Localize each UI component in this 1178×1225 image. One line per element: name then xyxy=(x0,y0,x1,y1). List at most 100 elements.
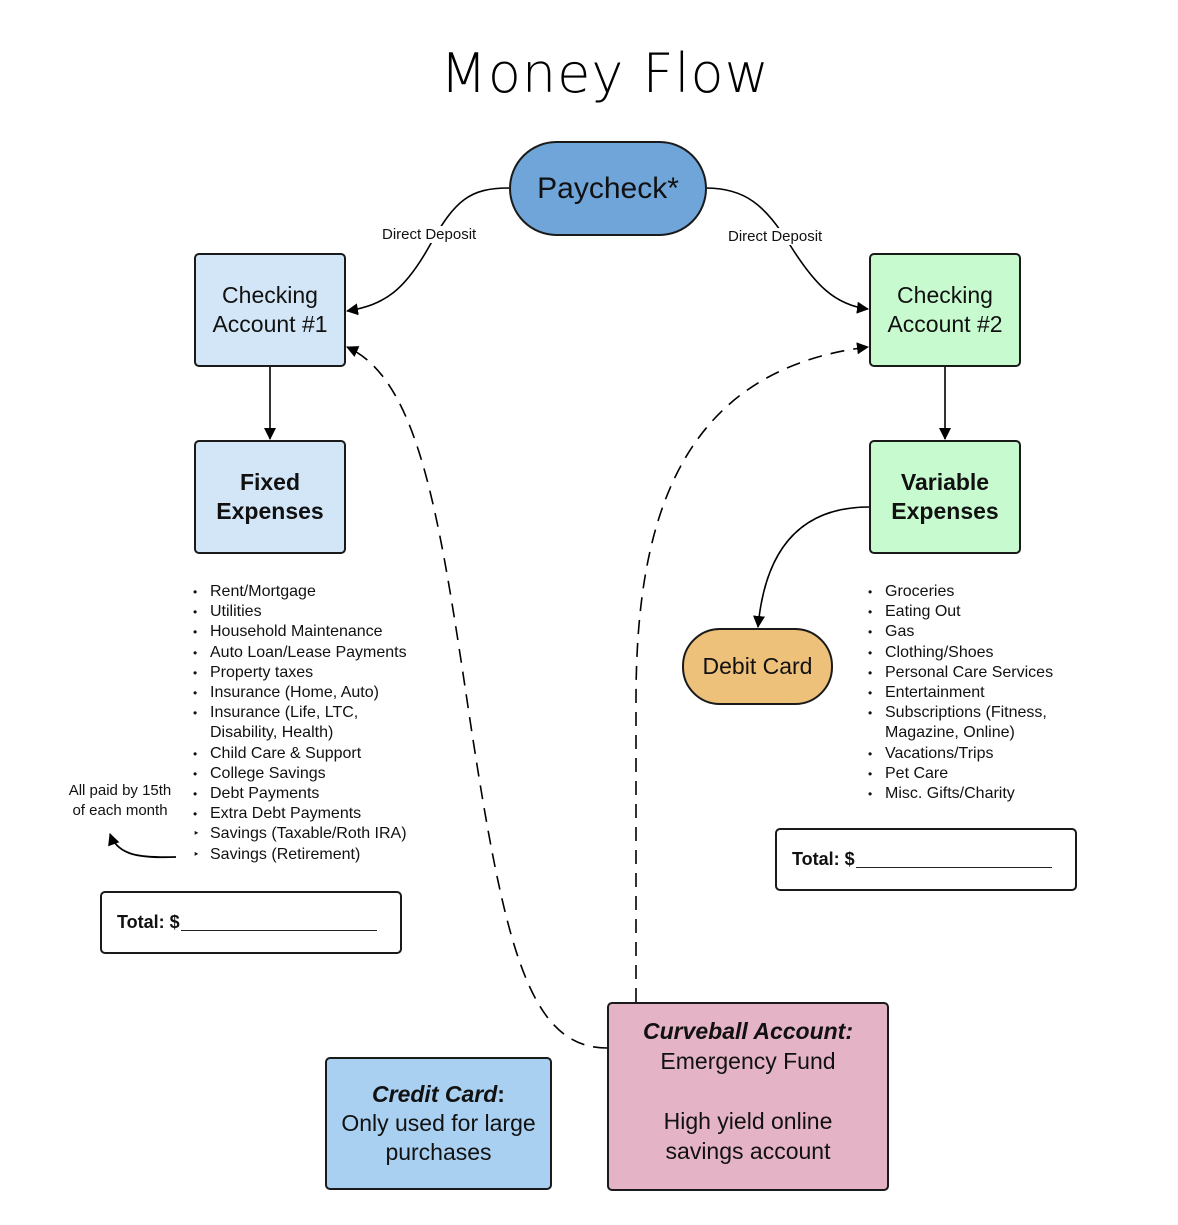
fixed-total-blank[interactable] xyxy=(180,914,377,931)
curveball-line2: High yield online xyxy=(663,1108,833,1134)
bullet-icon: • xyxy=(868,625,873,640)
bullet-icon: • xyxy=(868,585,873,599)
bullet-icon: • xyxy=(868,746,873,761)
list-item: •Gas xyxy=(868,622,1053,642)
list-item-text: Savings (Taxable/Roth IRA) xyxy=(210,825,407,843)
list-item: • Vacations/Trips xyxy=(868,744,1053,764)
checking-account-1-node[interactable]: Checking Account #1 xyxy=(194,253,346,367)
list-item-text: Disability, Health) xyxy=(210,724,334,742)
bullet-icon: • xyxy=(193,585,198,599)
edge-variable-to-debit xyxy=(753,506,870,628)
list-item: • Rent/Mortgage xyxy=(193,582,407,602)
list-item: ‣ Savings (Retirement) xyxy=(193,845,407,865)
list-item-text: Eating Out xyxy=(885,603,961,621)
list-item-text: Household Maintenance xyxy=(210,623,383,641)
list-item-text: Savings (Retirement) xyxy=(210,845,361,863)
checking-account-1-line2: Account #1 xyxy=(212,311,328,337)
bullet-icon: • xyxy=(868,787,873,802)
list-item-text: Entertainment xyxy=(885,684,985,702)
bullet-icon: • xyxy=(193,766,198,781)
list-item: • Groceries xyxy=(868,582,1053,602)
bullet-icon: • xyxy=(868,605,873,620)
fixed-expenses-line2: Expenses xyxy=(216,498,324,524)
list-item-text: Magazine, Online) xyxy=(885,724,1015,742)
bullet-icon: • xyxy=(868,706,873,721)
fixed-total-label: Total: $ xyxy=(117,912,180,932)
list-item-text: Personal Care Services xyxy=(885,663,1054,681)
list-item: • Insurance (Home, Auto) xyxy=(193,683,407,703)
list-item: • College Savings xyxy=(193,764,407,784)
variable-expenses-list: •Groceries•Eating Out•Gas•Clothing/Shoes… xyxy=(868,582,1053,804)
fixed-expenses-line1: Fixed xyxy=(239,469,301,496)
list-item-text: Insurance (Life, LTC, xyxy=(210,704,359,722)
triangle-bullet-icon: ‣ xyxy=(193,848,200,861)
bullet-icon: • xyxy=(868,686,873,701)
bullet-icon: • xyxy=(193,605,198,620)
bullet-icon: • xyxy=(193,625,198,640)
credit-card-line2: purchases xyxy=(385,1139,492,1165)
list-item-text: Vacations/Trips xyxy=(885,744,994,762)
list-item-text: Rent/Mortgage xyxy=(210,583,316,600)
list-item-text: Property taxes xyxy=(210,663,314,681)
variable-total-label: Total: $ xyxy=(792,849,855,869)
bullet-icon: • xyxy=(193,645,198,660)
list-item: • Household Maintenance xyxy=(193,622,407,642)
list-item: • Property taxes xyxy=(193,663,407,683)
edge-paycheck-to-checking1 xyxy=(346,187,510,316)
list-item-text: Groceries xyxy=(885,583,955,600)
list-item-text: Insurance (Home, Auto) xyxy=(210,684,379,702)
debit-card-node[interactable]: Debit Card xyxy=(682,628,833,705)
list-item: •Extra Debt Payments xyxy=(193,804,407,824)
credit-card-title: Credit Card xyxy=(372,1081,498,1107)
variable-total-box[interactable]: Total: $ xyxy=(775,828,1077,891)
edge-curveball-to-checking2 xyxy=(635,342,869,1002)
debit-card-label: Debit Card xyxy=(702,653,813,680)
note-line1: All paid by 15th xyxy=(68,782,172,799)
list-item: • Insurance (Life, LTC, xyxy=(193,703,407,723)
list-item-text: Clothing/Shoes xyxy=(885,643,994,661)
credit-card-title-row: Credit Card: xyxy=(372,1080,505,1109)
list-item-text: Auto Loan/Lease Payments xyxy=(210,643,407,661)
variable-expenses-line1: Variable xyxy=(900,469,990,496)
list-item: •Subscriptions (Fitness, xyxy=(868,703,1053,723)
edge-note-arrow xyxy=(108,833,177,859)
variable-expenses-node[interactable]: Variable Expenses xyxy=(869,440,1021,554)
page-title: Money Flow xyxy=(440,42,770,105)
bullet-icon: • xyxy=(193,807,198,822)
bullet-icon: • xyxy=(193,746,198,761)
credit-card-title-suffix: : xyxy=(497,1081,505,1107)
paycheck-node[interactable]: Paycheck* xyxy=(509,141,707,236)
bullet-icon: • xyxy=(193,706,198,721)
list-item: •Pet Care xyxy=(868,764,1053,784)
edge-paycheck-to-checking2 xyxy=(705,187,869,314)
fixed-expenses-list: • Rent/Mortgage • Utilities • Household Maint… xyxy=(193,582,407,865)
variable-expenses-line2: Expenses xyxy=(891,498,999,524)
edge-curveball-to-checking1 xyxy=(346,346,608,1049)
bullet-icon: • xyxy=(193,665,198,680)
fixed-expenses-node[interactable]: Fixed Expenses xyxy=(194,440,346,554)
checking-account-2-node[interactable]: Checking Account #2 xyxy=(869,253,1021,367)
bullet-icon: • xyxy=(193,787,198,802)
list-item: • Utilities xyxy=(193,602,407,622)
list-item: Disability, Health) xyxy=(193,723,407,743)
paycheck-label: Paycheck* xyxy=(537,171,679,205)
list-item-text: Misc. Gifts/Charity xyxy=(885,785,1015,803)
list-item-text: Utilities xyxy=(210,603,262,621)
credit-card-node[interactable]: Credit Card: Only used for large purchas… xyxy=(325,1057,552,1190)
variable-total-blank[interactable] xyxy=(855,851,1052,868)
checking-account-2-line2: Account #2 xyxy=(887,311,1003,337)
list-item: • Auto Loan/Lease Payments xyxy=(193,643,407,663)
edge-label-direct-deposit-right: Direct Deposit xyxy=(726,228,825,245)
bullet-icon: • xyxy=(868,645,873,660)
curveball-line1: Emergency Fund xyxy=(660,1048,836,1074)
bullet-icon: • xyxy=(868,766,873,781)
list-item-text: College Savings xyxy=(210,764,326,782)
curveball-account-node[interactable]: Curveball Account: Emergency Fund High y… xyxy=(607,1002,889,1191)
payment-deadline-note: All paid by 15th of each month xyxy=(52,781,188,821)
fixed-total-box[interactable]: Total: $ xyxy=(100,891,402,954)
credit-card-line1: Only used for large xyxy=(341,1110,536,1136)
bullet-icon: • xyxy=(868,665,873,680)
list-item-text: Child Care & Support xyxy=(210,744,362,762)
bullet-icon: • xyxy=(193,686,198,701)
